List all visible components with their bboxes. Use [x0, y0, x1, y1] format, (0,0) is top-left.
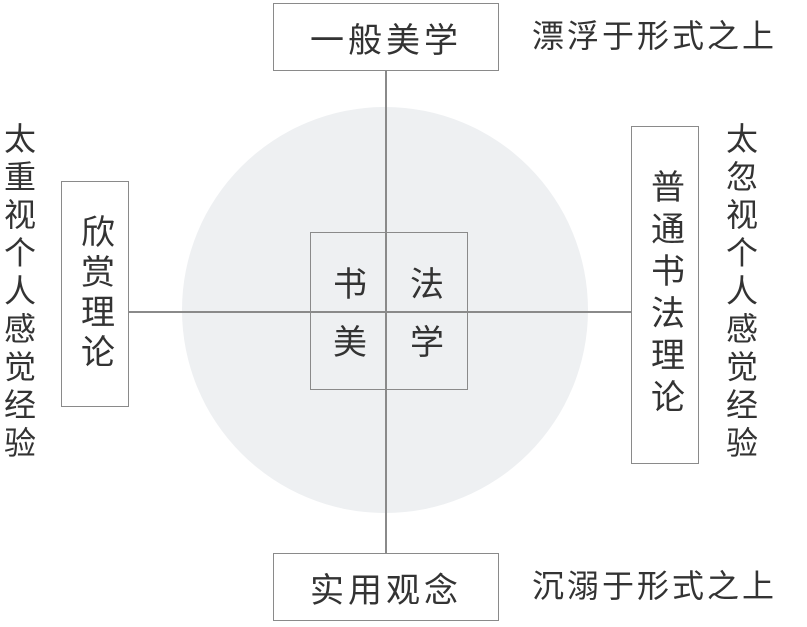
horizontal-axis-line [129, 311, 632, 313]
bottom-note: 沉溺于形式之上 [532, 567, 778, 605]
top-note: 漂浮于形式之上 [532, 17, 778, 55]
left-box-appreciation-theory: 欣赏理论 [61, 181, 129, 407]
center-box-calligraphy-aesthetics [310, 232, 468, 390]
center-char-2: 法 [410, 265, 444, 305]
top-box-general-aesthetics: 一般美学 [273, 3, 499, 71]
center-char-4: 学 [410, 323, 444, 363]
bottom-box-practical-concepts: 实用观念 [273, 553, 499, 621]
left-note: 太重视个人感觉经验 [0, 122, 37, 464]
center-char-3: 美 [333, 323, 367, 363]
center-char-1: 书 [333, 265, 367, 305]
right-box-general-calligraphy-theory: 普通书法理论 [631, 126, 699, 464]
right-note: 太忽视个人感觉经验 [721, 122, 759, 464]
